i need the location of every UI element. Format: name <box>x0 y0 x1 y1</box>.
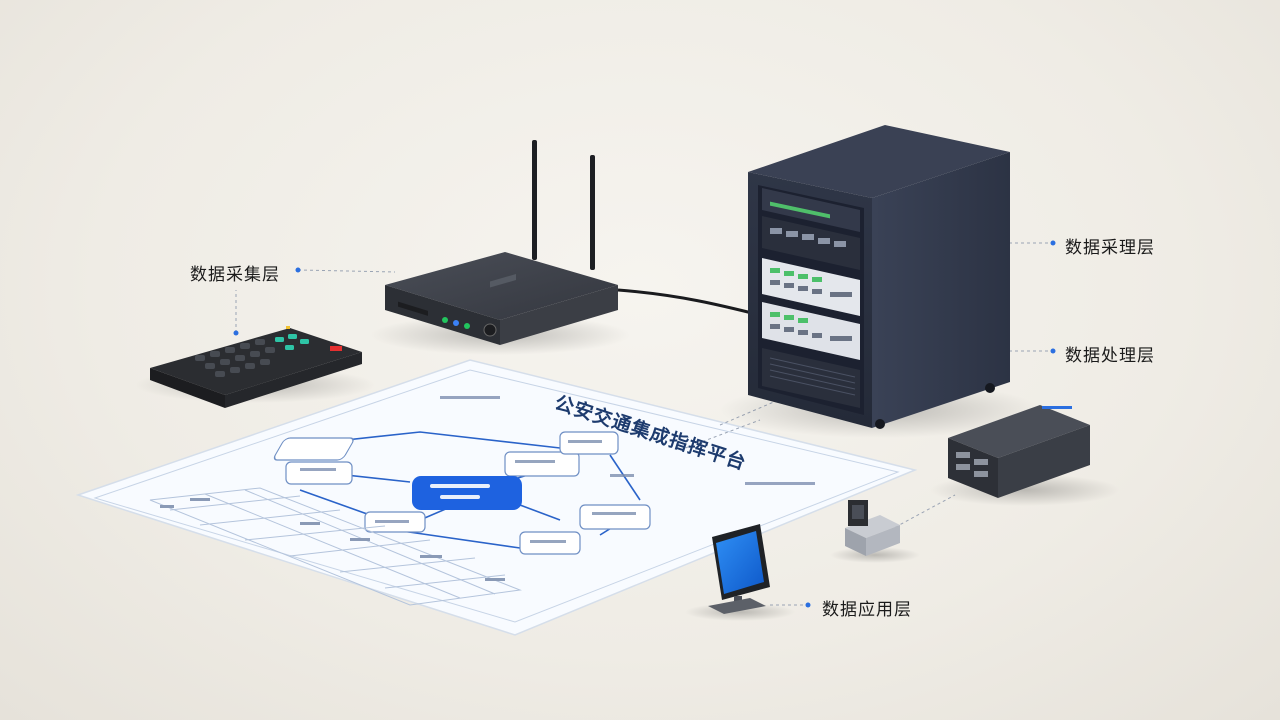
camera-device-icon <box>830 500 920 563</box>
diagram-table-grid <box>149 487 522 606</box>
rack-unit <box>762 258 860 316</box>
platform-diagram-sheet <box>75 359 918 636</box>
rack-unit <box>762 302 860 360</box>
label-processing-layer: 数据处理层 <box>1065 346 1155 366</box>
server-rack-icon <box>720 125 1040 438</box>
label-collection-layer: 数据采理层 <box>1065 238 1155 258</box>
network-cable <box>617 288 761 317</box>
tablet-terminal-icon <box>685 524 795 621</box>
rack-unit <box>762 188 860 232</box>
label-application-layer: 数据应用层 <box>822 600 912 620</box>
diagram-core-node <box>412 476 522 510</box>
keypad-controller-icon <box>135 326 375 408</box>
rack-unit <box>762 348 860 408</box>
storage-box-icon <box>930 405 1120 506</box>
diagram-node-boxes <box>273 431 651 555</box>
rack-unit <box>762 216 860 270</box>
wifi-router-icon <box>370 140 630 355</box>
label-acquisition-layer: 数据采集层 <box>190 265 280 285</box>
router-status-leds <box>442 317 470 329</box>
